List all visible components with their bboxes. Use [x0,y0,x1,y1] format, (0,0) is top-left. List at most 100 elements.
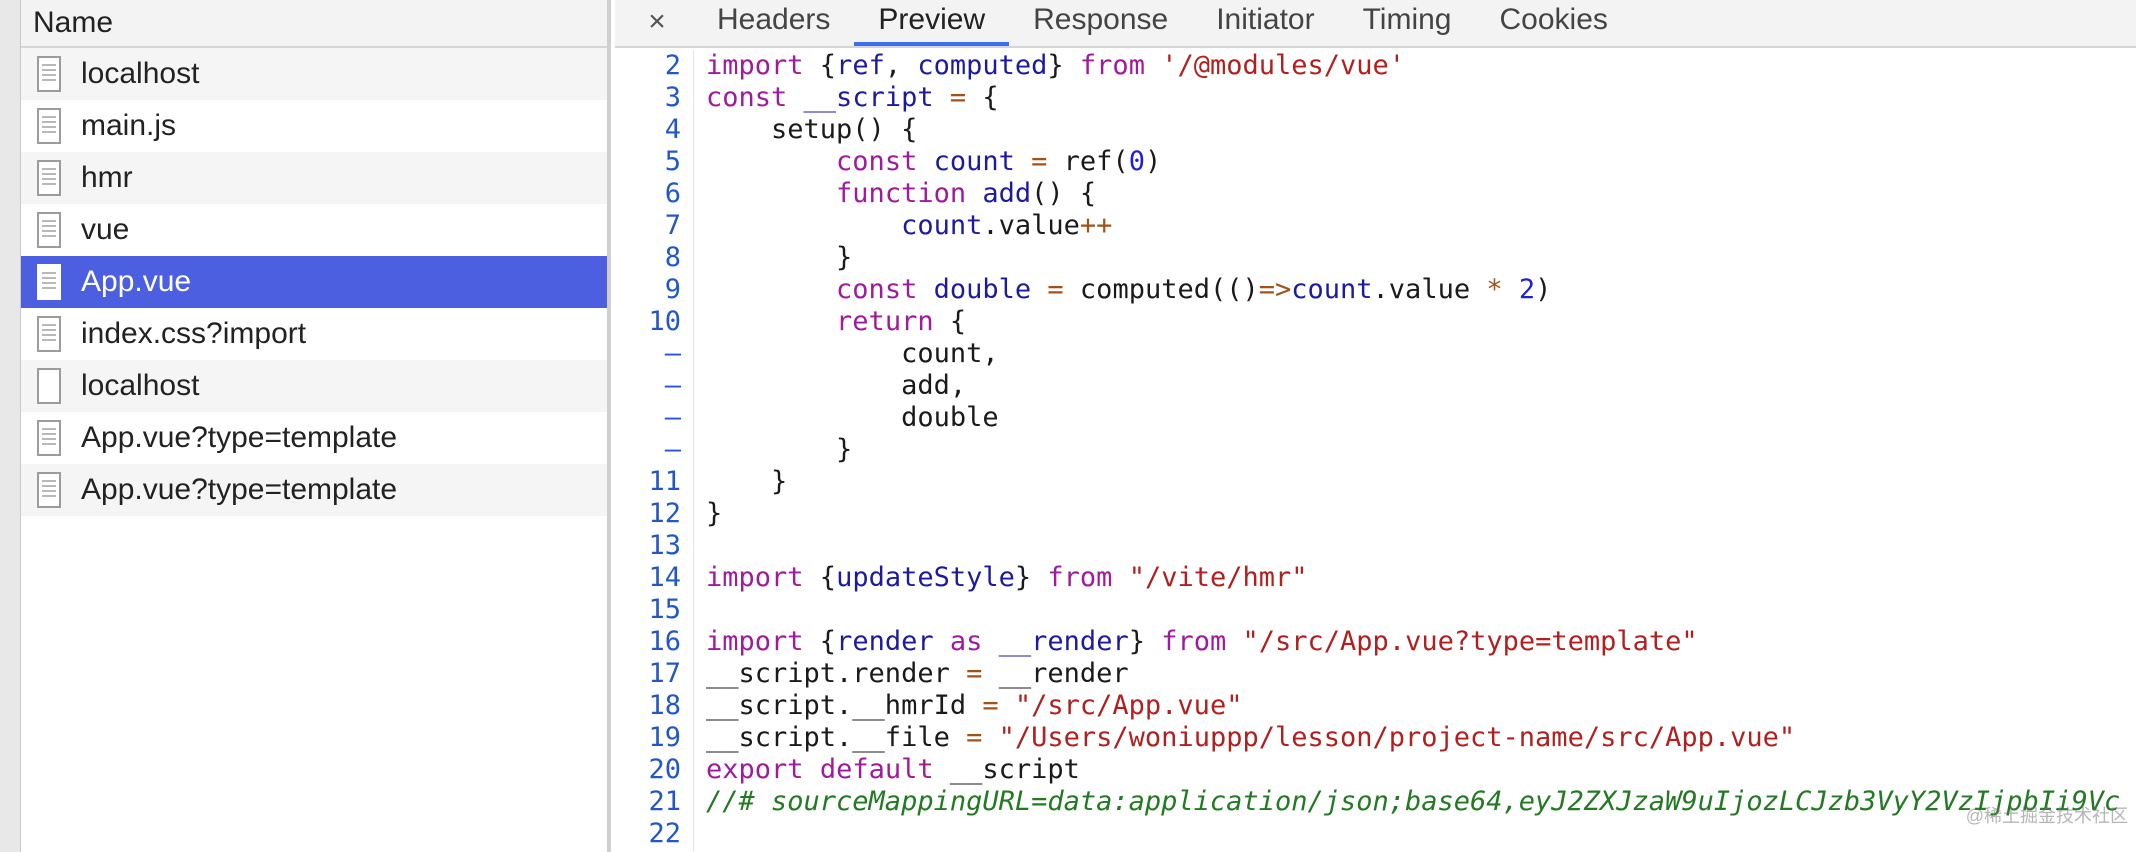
name-column-header[interactable]: Name [21,0,607,48]
tab-cookies[interactable]: Cookies [1499,3,1608,36]
code-token [934,626,950,657]
line-number: 2 [664,50,681,81]
code-token: } [706,434,853,465]
line-number: 4 [664,114,681,145]
code-token: } [1014,562,1048,593]
code-token: from [1161,626,1227,657]
code-token: = [949,82,967,113]
document-icon [37,160,61,196]
code-token: import [706,626,804,657]
document-icon [37,316,61,352]
code-token: const [836,146,918,177]
line-number: – [664,370,681,401]
code-token: __script.render [706,658,967,689]
request-name: localhost [81,57,200,90]
code-token [1145,50,1161,81]
code-token: export [706,754,804,785]
line-number: 19 [648,722,681,753]
code-token: //# sourceMappingURL=data:application/js… [706,786,2121,817]
code-token: render [836,626,934,657]
code-token: "/vite/hmr" [1128,562,1308,593]
request-row[interactable]: localhost [21,360,607,412]
tab-headers[interactable]: Headers [717,3,831,36]
request-row[interactable]: index.css?import [21,308,607,360]
code-token: } [1047,50,1080,81]
code-token: 0 [1128,146,1145,177]
code-token: import [706,562,804,593]
code-token: return [836,306,934,337]
code-line: } [706,242,2120,274]
request-row[interactable]: App.vue [21,256,607,308]
code-token [1112,562,1128,593]
code-token: () { [1031,178,1097,209]
document-icon [37,420,61,456]
code-token: computed(() [1063,274,1259,305]
code-line [706,530,2120,562]
code-token: } [1128,626,1162,657]
code-line: } [706,466,2120,498]
document-icon [37,108,61,144]
line-number: 9 [664,274,681,305]
request-row[interactable]: hmr [21,152,607,204]
request-name: hmr [81,161,133,194]
code-token: } [706,242,853,273]
code-token: count [933,146,1015,177]
code-token: ) [1535,274,1552,305]
code-line: __script.__file = "/Users/woniuppp/lesso… [706,722,2120,754]
code-token: default [819,754,934,785]
code-token: { [933,306,967,337]
code-token [934,82,950,113]
request-row[interactable]: vue [21,204,607,256]
request-row[interactable]: App.vue?type=template [21,412,607,464]
code-line [706,594,2120,626]
code-token [917,274,933,305]
code-token [804,754,820,785]
code-token: setup() { [706,114,918,145]
code-token [982,626,998,657]
code-line: add, [706,370,2120,402]
code-token: { [803,50,837,81]
code-token: __script.__file [706,722,967,753]
code-line: setup() { [706,114,2120,146]
left-edge-gutter [0,0,21,852]
code-token: __script [803,82,934,113]
request-name: main.js [81,109,177,142]
code-token: = [966,658,983,689]
code-token [1031,274,1047,305]
code-token: => [1258,274,1292,305]
code-token [966,178,982,209]
code-token: ref( [1047,146,1129,177]
code-line: function add() { [706,178,2120,210]
request-name: localhost [81,369,200,402]
request-row[interactable]: localhost [21,48,607,100]
close-icon[interactable]: × [648,5,666,38]
code-token [1015,146,1031,177]
request-row[interactable]: App.vue?type=template [21,464,607,516]
code-token: = [1031,146,1048,177]
tab-initiator[interactable]: Initiator [1216,3,1315,36]
line-number: 12 [648,498,681,529]
code-token: ) [1144,146,1162,177]
line-number: – [664,434,681,465]
code-token: const [836,274,918,305]
line-number: – [664,338,681,369]
code-token: '/@modules/vue' [1161,50,1406,81]
code-token [1226,626,1242,657]
line-number: 17 [648,658,681,689]
blank-document-icon [37,368,61,404]
code-token: count, [706,338,999,369]
request-row[interactable]: main.js [21,100,607,152]
tab-response[interactable]: Response [1033,3,1169,36]
details-tab-bar: × Headers Preview Response Initiator Timing C… [615,0,2136,48]
tab-preview[interactable]: Preview [854,0,1010,46]
code-token: computed [917,50,1048,81]
code-line: __script.__hmrId = "/src/App.vue" [706,690,2120,722]
code-token [982,722,998,753]
tab-timing[interactable]: Timing [1362,3,1452,36]
code-line: import {ref, computed} from '/@modules/v… [706,50,2120,82]
line-number: 10 [648,306,681,337]
code-token [917,146,933,177]
